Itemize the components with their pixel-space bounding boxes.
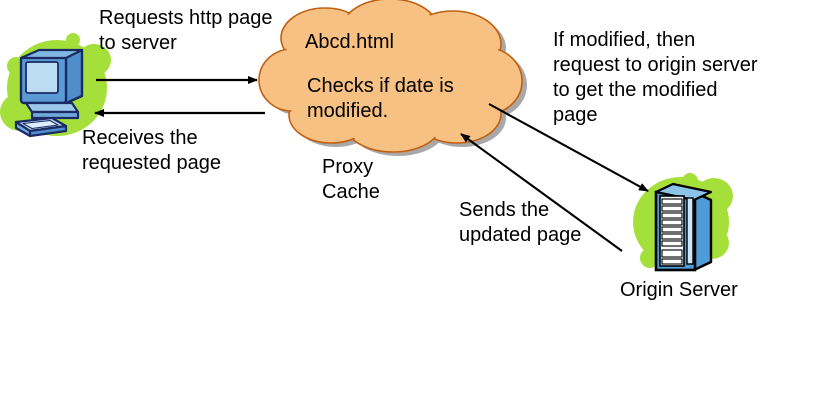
- cloud-shape: [258, 0, 527, 156]
- if-modified-line2: request to origin server: [553, 54, 758, 76]
- edge-label-requests-http: Requests http page to server: [99, 6, 272, 56]
- receives-line2: requested page: [82, 152, 222, 174]
- desktop-computer-icon: [0, 33, 111, 138]
- edge-label-sends-updated: Sends the updated page: [459, 198, 581, 248]
- proxy-cache-line1: Proxy: [322, 156, 374, 178]
- proxy-cache-line2: Cache: [322, 181, 380, 203]
- cloud-fill-mask: [261, 1, 520, 150]
- cloud-file-name: Abcd.html: [305, 31, 394, 53]
- sends-updated-line1: Sends the: [459, 199, 550, 221]
- edge-label-receives-page: Receives the requested page: [82, 126, 221, 176]
- arrow-origin-to-proxy: [460, 133, 623, 252]
- cloud-action-text: Checks if date is modified.: [307, 74, 454, 124]
- arrow-proxy-to-origin: [488, 103, 649, 192]
- requests-http-line1: Requests http page: [99, 7, 273, 29]
- if-modified-line1: If modified, then: [553, 29, 696, 51]
- requests-http-line2: to server: [99, 32, 177, 54]
- if-modified-line4: page: [553, 104, 598, 126]
- sends-updated-line2: updated page: [459, 224, 582, 246]
- cloud-checks-line2: modified.: [307, 100, 389, 122]
- edge-label-if-modified: If modified, then request to origin serve…: [553, 28, 758, 128]
- server-rack-icon: [633, 173, 733, 272]
- server-slots: [661, 198, 683, 265]
- cloud-checks-line1: Checks if date is: [307, 75, 454, 97]
- node-label-origin-server: Origin Server: [620, 279, 738, 301]
- receives-line1: Receives the: [82, 127, 198, 149]
- if-modified-line3: to get the modified: [553, 79, 718, 101]
